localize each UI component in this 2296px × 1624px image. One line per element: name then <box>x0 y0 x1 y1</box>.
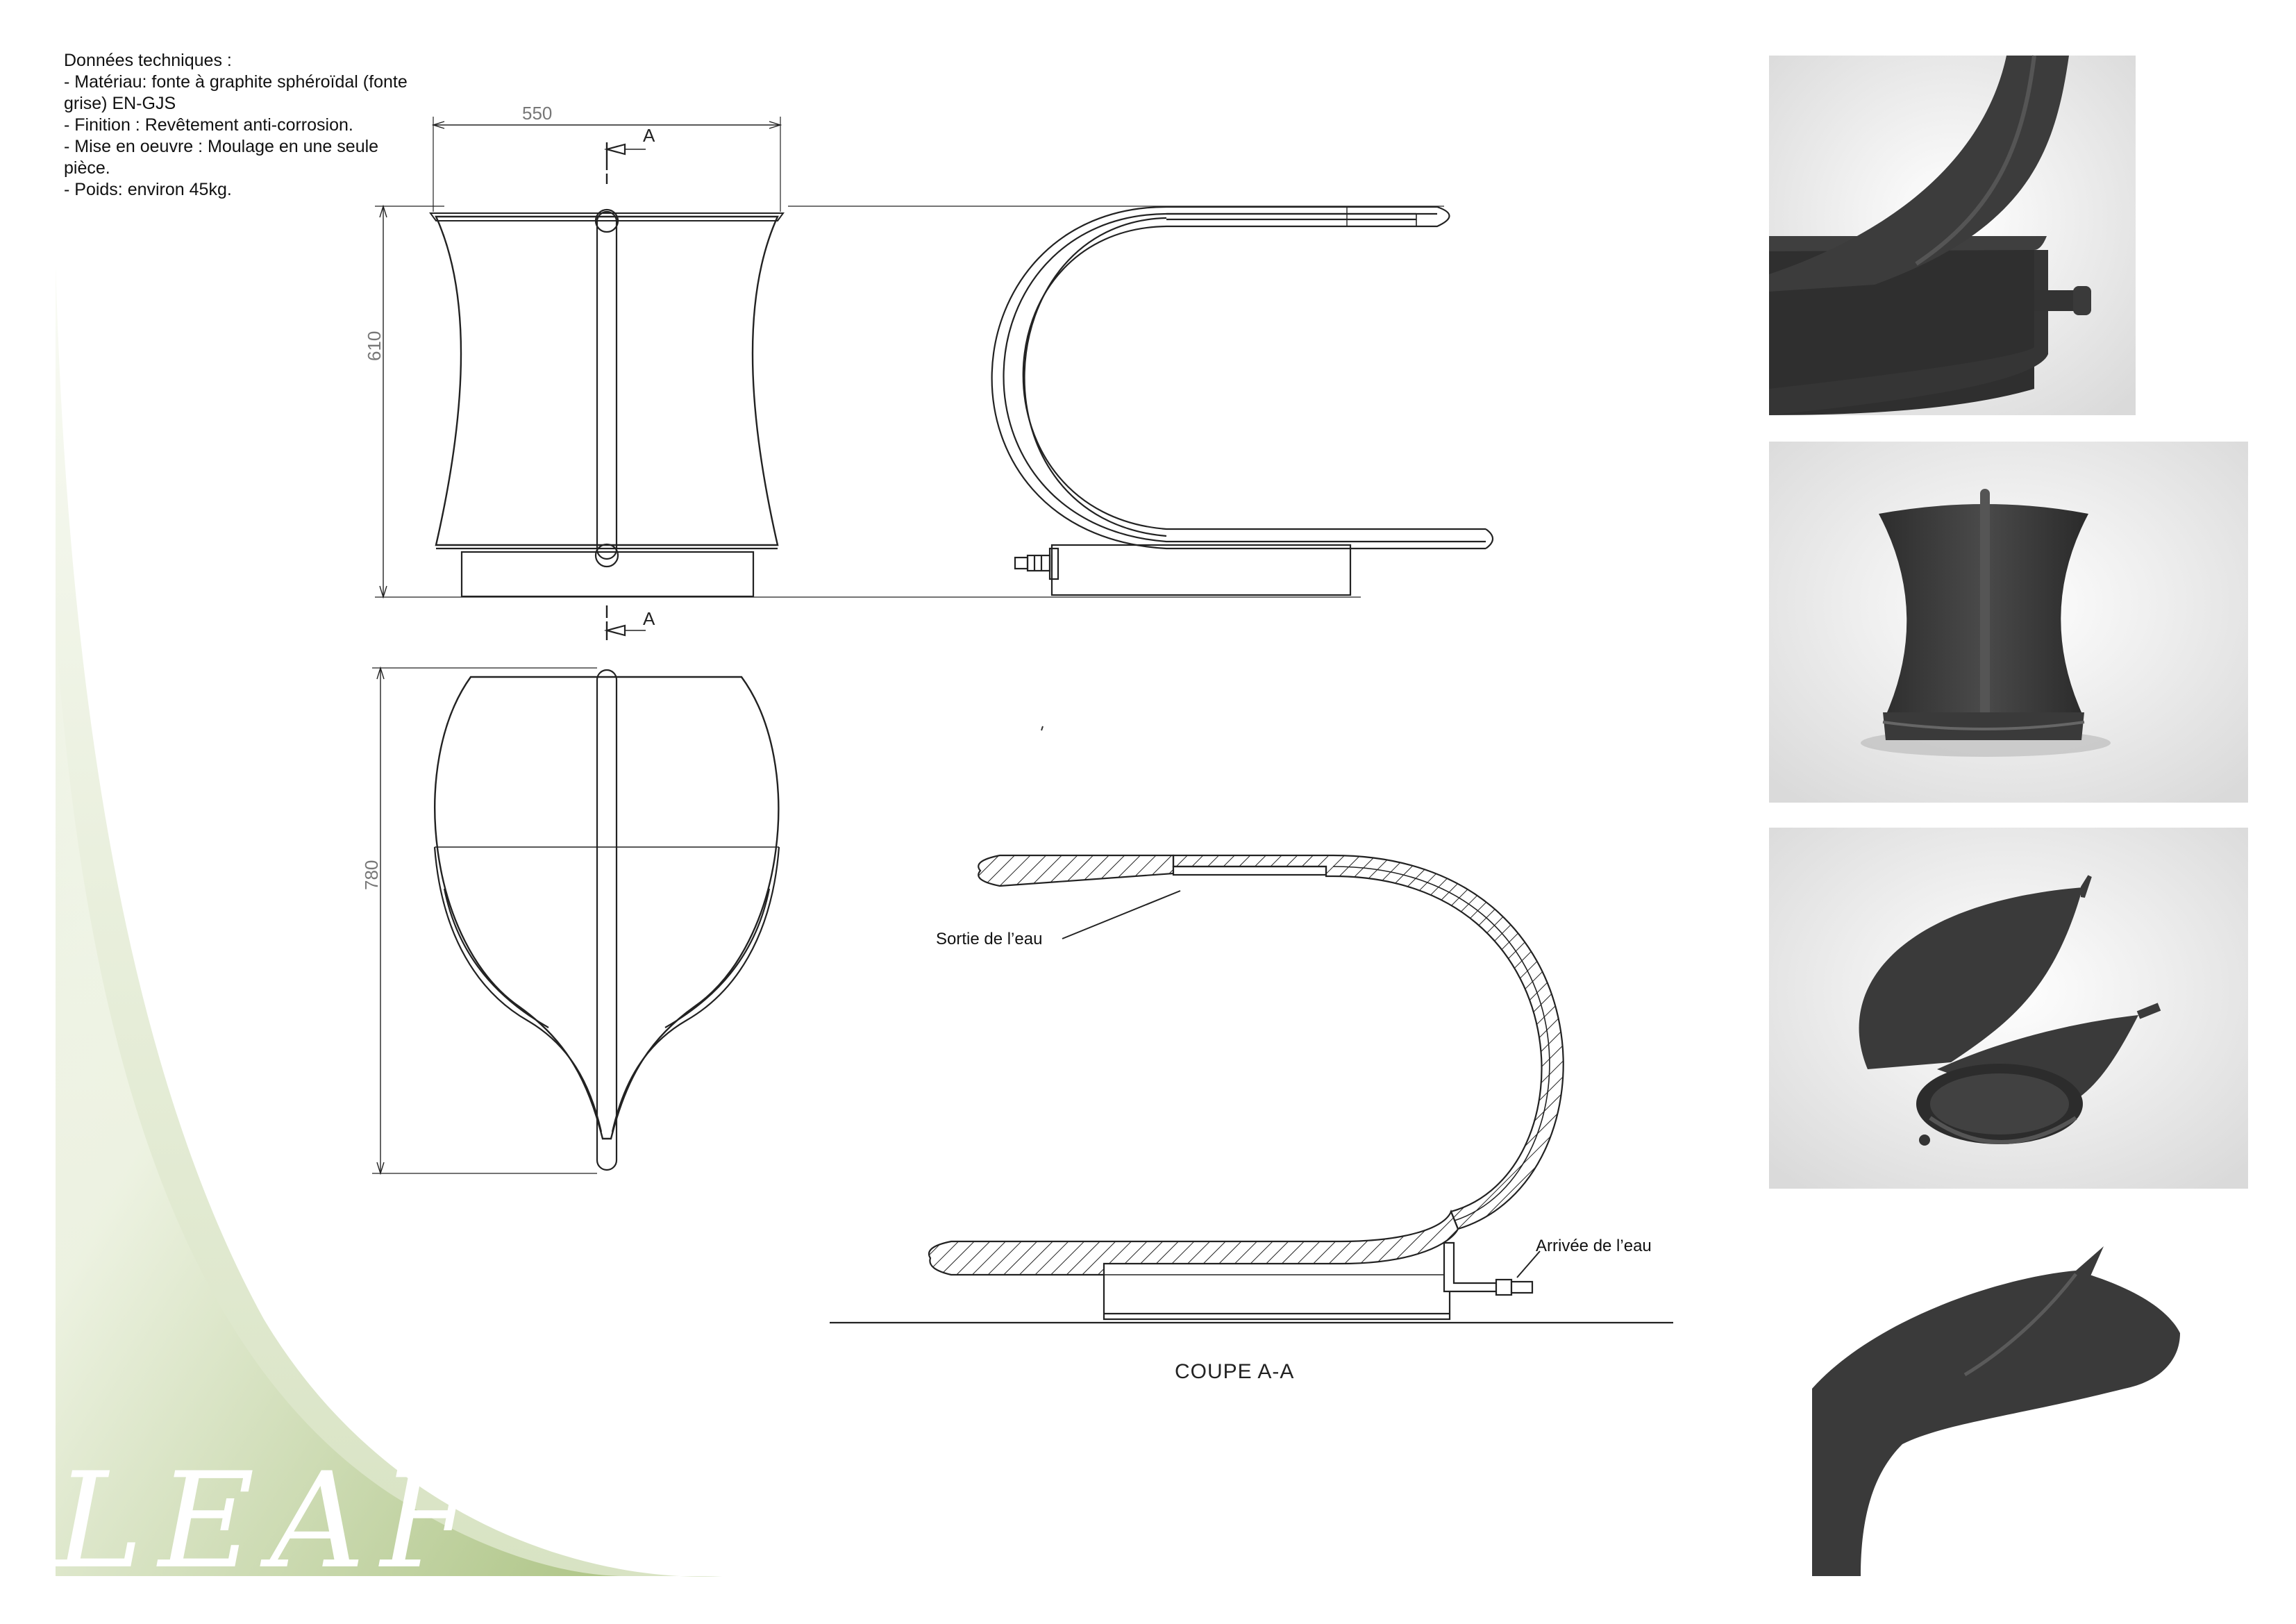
section-marker-top: A <box>643 125 655 146</box>
dimension-height-label: 610 <box>364 331 385 361</box>
section-marker-bottom: A <box>643 608 655 629</box>
dimension-width-label: 550 <box>522 103 552 124</box>
front-elevation-view <box>375 117 1444 640</box>
green-swoosh-decoration <box>56 264 722 1577</box>
tech-note-line: - Finition : Revêtement anti-corrosion. <box>64 115 353 135</box>
tech-note-line: - Mise en oeuvre : Moulage en une seule … <box>64 137 379 178</box>
photo-top-open-view <box>1769 828 2248 1189</box>
tech-note-line: - Matériau: fonte à graphite sphéroïdal … <box>64 72 408 113</box>
photo-leaf-tip-detail <box>1769 1208 2248 1576</box>
brand-logo: LEAF <box>56 1444 487 1598</box>
photo-front-view <box>1769 442 2248 803</box>
dimension-depth-label: 780 <box>361 860 382 890</box>
technical-data-notes: Données techniques : - Matériau: fonte à… <box>64 50 425 201</box>
section-title: COUPE A-A <box>1175 1360 1294 1383</box>
tech-notes-title: Données techniques : <box>64 51 232 70</box>
tech-note-line: - Poids: environ 45kg. <box>64 180 232 199</box>
inlet-label: Arrivée de l’eau <box>1536 1237 1652 1255</box>
outlet-label: Sortie de l’eau <box>936 930 1042 948</box>
section-a-a-view <box>830 854 1673 1324</box>
photo-inlet-detail <box>1769 55 2136 415</box>
plan-view <box>372 666 780 1175</box>
side-elevation-view <box>991 206 1494 596</box>
